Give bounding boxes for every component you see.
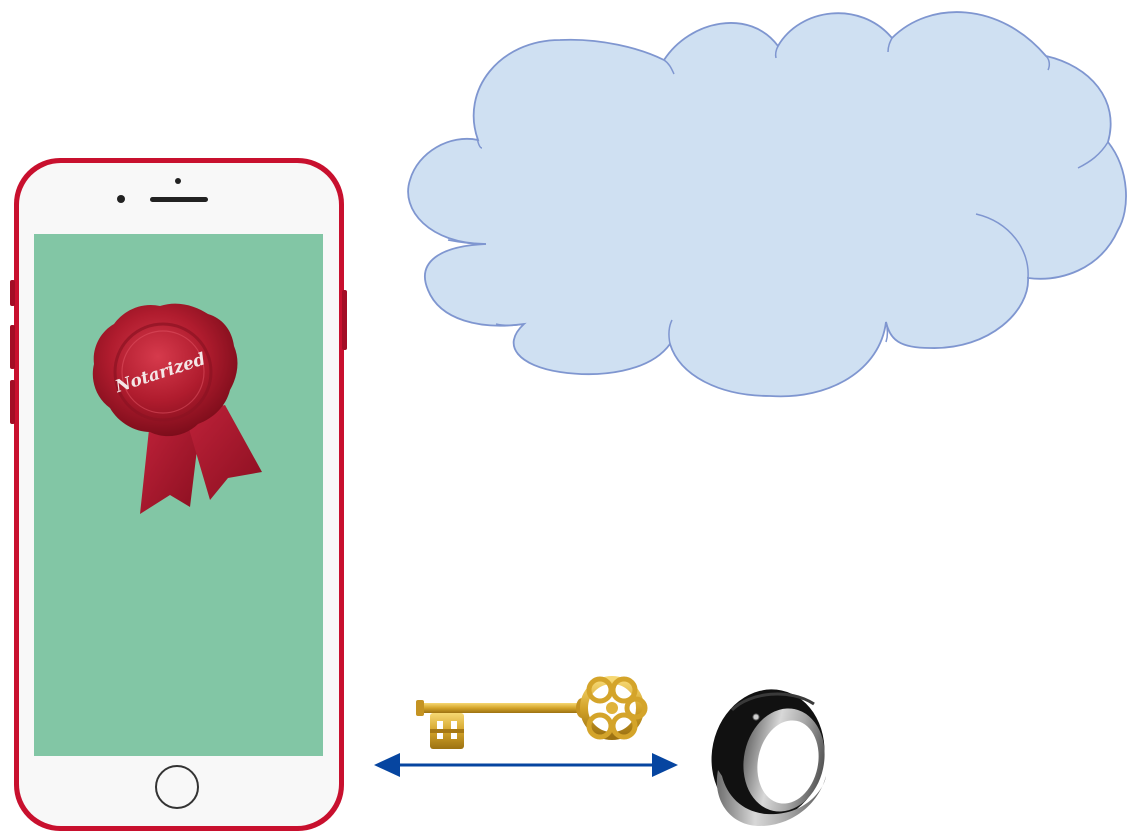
phone-power-button bbox=[342, 290, 347, 350]
key-shaft bbox=[416, 703, 586, 713]
phone-volume-up bbox=[10, 325, 15, 369]
smart-ring-icon bbox=[700, 679, 837, 831]
phone-mute-switch bbox=[10, 280, 15, 306]
arrow-head-left bbox=[374, 753, 400, 777]
arrow-head-right bbox=[652, 753, 678, 777]
cloud-shape bbox=[408, 12, 1126, 396]
cloud-icon bbox=[408, 12, 1126, 396]
cloud-crease bbox=[886, 322, 888, 342]
ring-gem bbox=[753, 714, 759, 720]
phone-front-camera bbox=[117, 195, 125, 203]
double-arrow-icon bbox=[374, 753, 678, 777]
phone-volume-down bbox=[10, 380, 15, 424]
phone-earpiece bbox=[150, 197, 208, 202]
key-bit bbox=[430, 713, 464, 749]
phone-sensor bbox=[175, 178, 181, 184]
key-bow bbox=[584, 679, 645, 737]
key-icon bbox=[416, 679, 645, 749]
